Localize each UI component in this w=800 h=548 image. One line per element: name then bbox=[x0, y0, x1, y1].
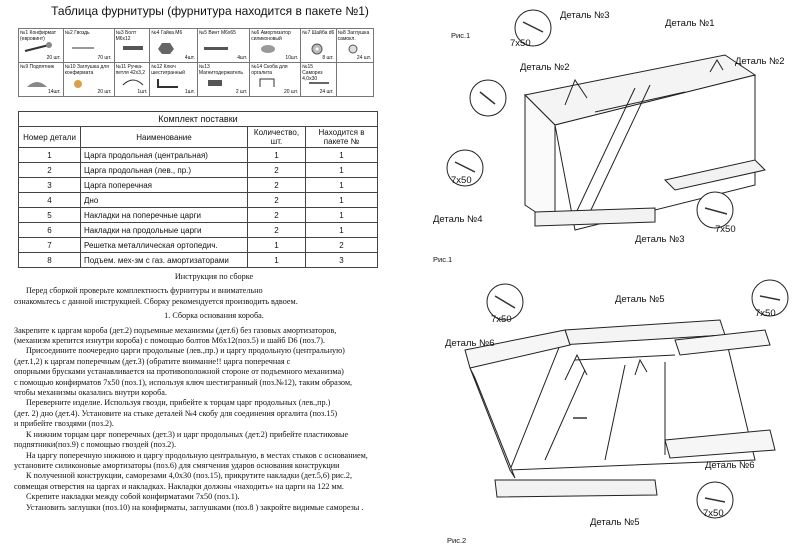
fig1-label: Деталь №3 bbox=[635, 234, 685, 245]
handle-icon bbox=[122, 79, 143, 86]
assembly-figures: Деталь №3 Деталь №1 Деталь №2 Деталь №2 … bbox=[425, 0, 800, 548]
fig2-caption: Рис.2 bbox=[447, 536, 466, 545]
screw-size: 7х50 bbox=[703, 508, 724, 519]
fig2-label: Деталь №6 bbox=[445, 338, 495, 349]
screw-size: 7х50 bbox=[510, 38, 531, 49]
kit-table: Комплект поставки Номер детали Наименова… bbox=[18, 111, 378, 268]
hardware-title: Таблица фурнитуры (фурнитура находится в… bbox=[51, 4, 369, 18]
cap-icon bbox=[348, 44, 358, 54]
screw-size: 7х50 bbox=[451, 175, 472, 186]
screw-size: 7х50 bbox=[491, 314, 512, 325]
magnet-icon bbox=[207, 80, 222, 86]
fig1-label: Деталь №2 bbox=[735, 56, 785, 67]
fig1-label: Деталь №1 bbox=[665, 18, 715, 29]
screw-size: 7х50 bbox=[715, 224, 736, 235]
screw-icon bbox=[24, 42, 52, 52]
kit-header: Наименование bbox=[80, 126, 248, 148]
fig2-label: Деталь №5 bbox=[615, 294, 665, 305]
washer-icon bbox=[311, 43, 323, 55]
nut-icon bbox=[158, 43, 175, 54]
fig1-caption-bottom: Рис.1 bbox=[433, 255, 452, 264]
cap-icon bbox=[73, 80, 82, 88]
staple-icon bbox=[259, 78, 275, 87]
kit-header: Количество, шт. bbox=[247, 126, 306, 148]
section-title: 1. Сборка основания короба. bbox=[164, 311, 264, 321]
fig2-label: Деталь №6 bbox=[705, 460, 755, 471]
screw-size: 7х50 bbox=[755, 308, 776, 319]
assembly-drawing: Деталь №3 Деталь №1 Деталь №2 Деталь №2 … bbox=[433, 9, 789, 545]
assembly-instructions: Инструкция по сборке Перед сборкой прове… bbox=[14, 272, 414, 513]
bolt-icon bbox=[122, 46, 143, 50]
kit-title: Комплект поставки bbox=[18, 111, 378, 127]
hex-key-icon bbox=[157, 79, 179, 88]
hw-cell-1: №1 Конфирмат (евровинт)20 шт. bbox=[18, 28, 64, 63]
hw-cell-3: №3 Болт М6х12 bbox=[113, 28, 151, 63]
hw-cell-8: №8 Заглушка самокл.24 шт. bbox=[335, 28, 375, 63]
fig1-label: Деталь №2 bbox=[520, 62, 570, 73]
fig1-caption: Рис.1 bbox=[451, 31, 470, 40]
damper-icon bbox=[261, 45, 276, 53]
instructions-title: Инструкция по сборке bbox=[174, 272, 254, 281]
hw-cell-16 bbox=[335, 62, 375, 97]
kit-header: Находится в пакете № bbox=[305, 126, 378, 148]
bolt-icon bbox=[203, 47, 228, 50]
screw-icon bbox=[309, 82, 330, 84]
fig1-label: Деталь №3 bbox=[560, 10, 610, 21]
kit-header: Номер детали bbox=[18, 126, 81, 148]
nail-icon bbox=[71, 47, 94, 49]
fig1-label: Деталь №4 bbox=[433, 214, 483, 225]
fig2-label: Деталь №5 bbox=[590, 517, 640, 528]
glide-icon bbox=[27, 82, 47, 87]
